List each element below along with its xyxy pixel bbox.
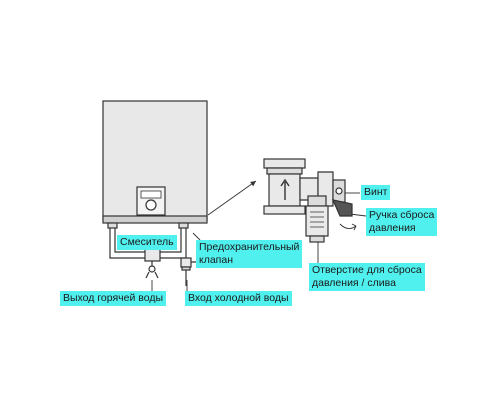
rotate-arrow-icon (339, 223, 357, 229)
hot-pipe-right (114, 223, 148, 253)
thermostat-knob-icon (145, 199, 157, 211)
mixer-label: Смеситель (117, 235, 177, 250)
safety-valve-detail (263, 158, 357, 243)
screw-icon (335, 187, 343, 195)
drain-outlet (305, 205, 329, 237)
screw-label: Винт (361, 185, 391, 200)
cold-water-inlet-label: Вход холодной воды (185, 291, 292, 306)
leader-lines (151, 180, 367, 291)
hot-pipe-left (109, 223, 148, 259)
pressure-release-hole-label: Отверстие для сброса давления / слива (309, 263, 425, 291)
safety-valve-label: Предохранительный клапан (196, 240, 303, 268)
pressure-release-handle-label: Ручка сброса давления (366, 208, 438, 236)
valve-top-nut (263, 158, 306, 169)
flow-up-arrow-icon (280, 178, 290, 200)
pressure-handle-icon (331, 199, 353, 217)
mixer-tap-icon (148, 265, 156, 273)
tank-bottom-rim (102, 215, 208, 224)
pipes (107, 222, 198, 286)
hot-water-outlet-label: Выход горячей воды (60, 291, 167, 306)
zoom-arrow (207, 180, 257, 216)
mixer-body (144, 248, 161, 262)
water-heater (102, 100, 208, 224)
valve-bottom-nut (263, 205, 306, 215)
